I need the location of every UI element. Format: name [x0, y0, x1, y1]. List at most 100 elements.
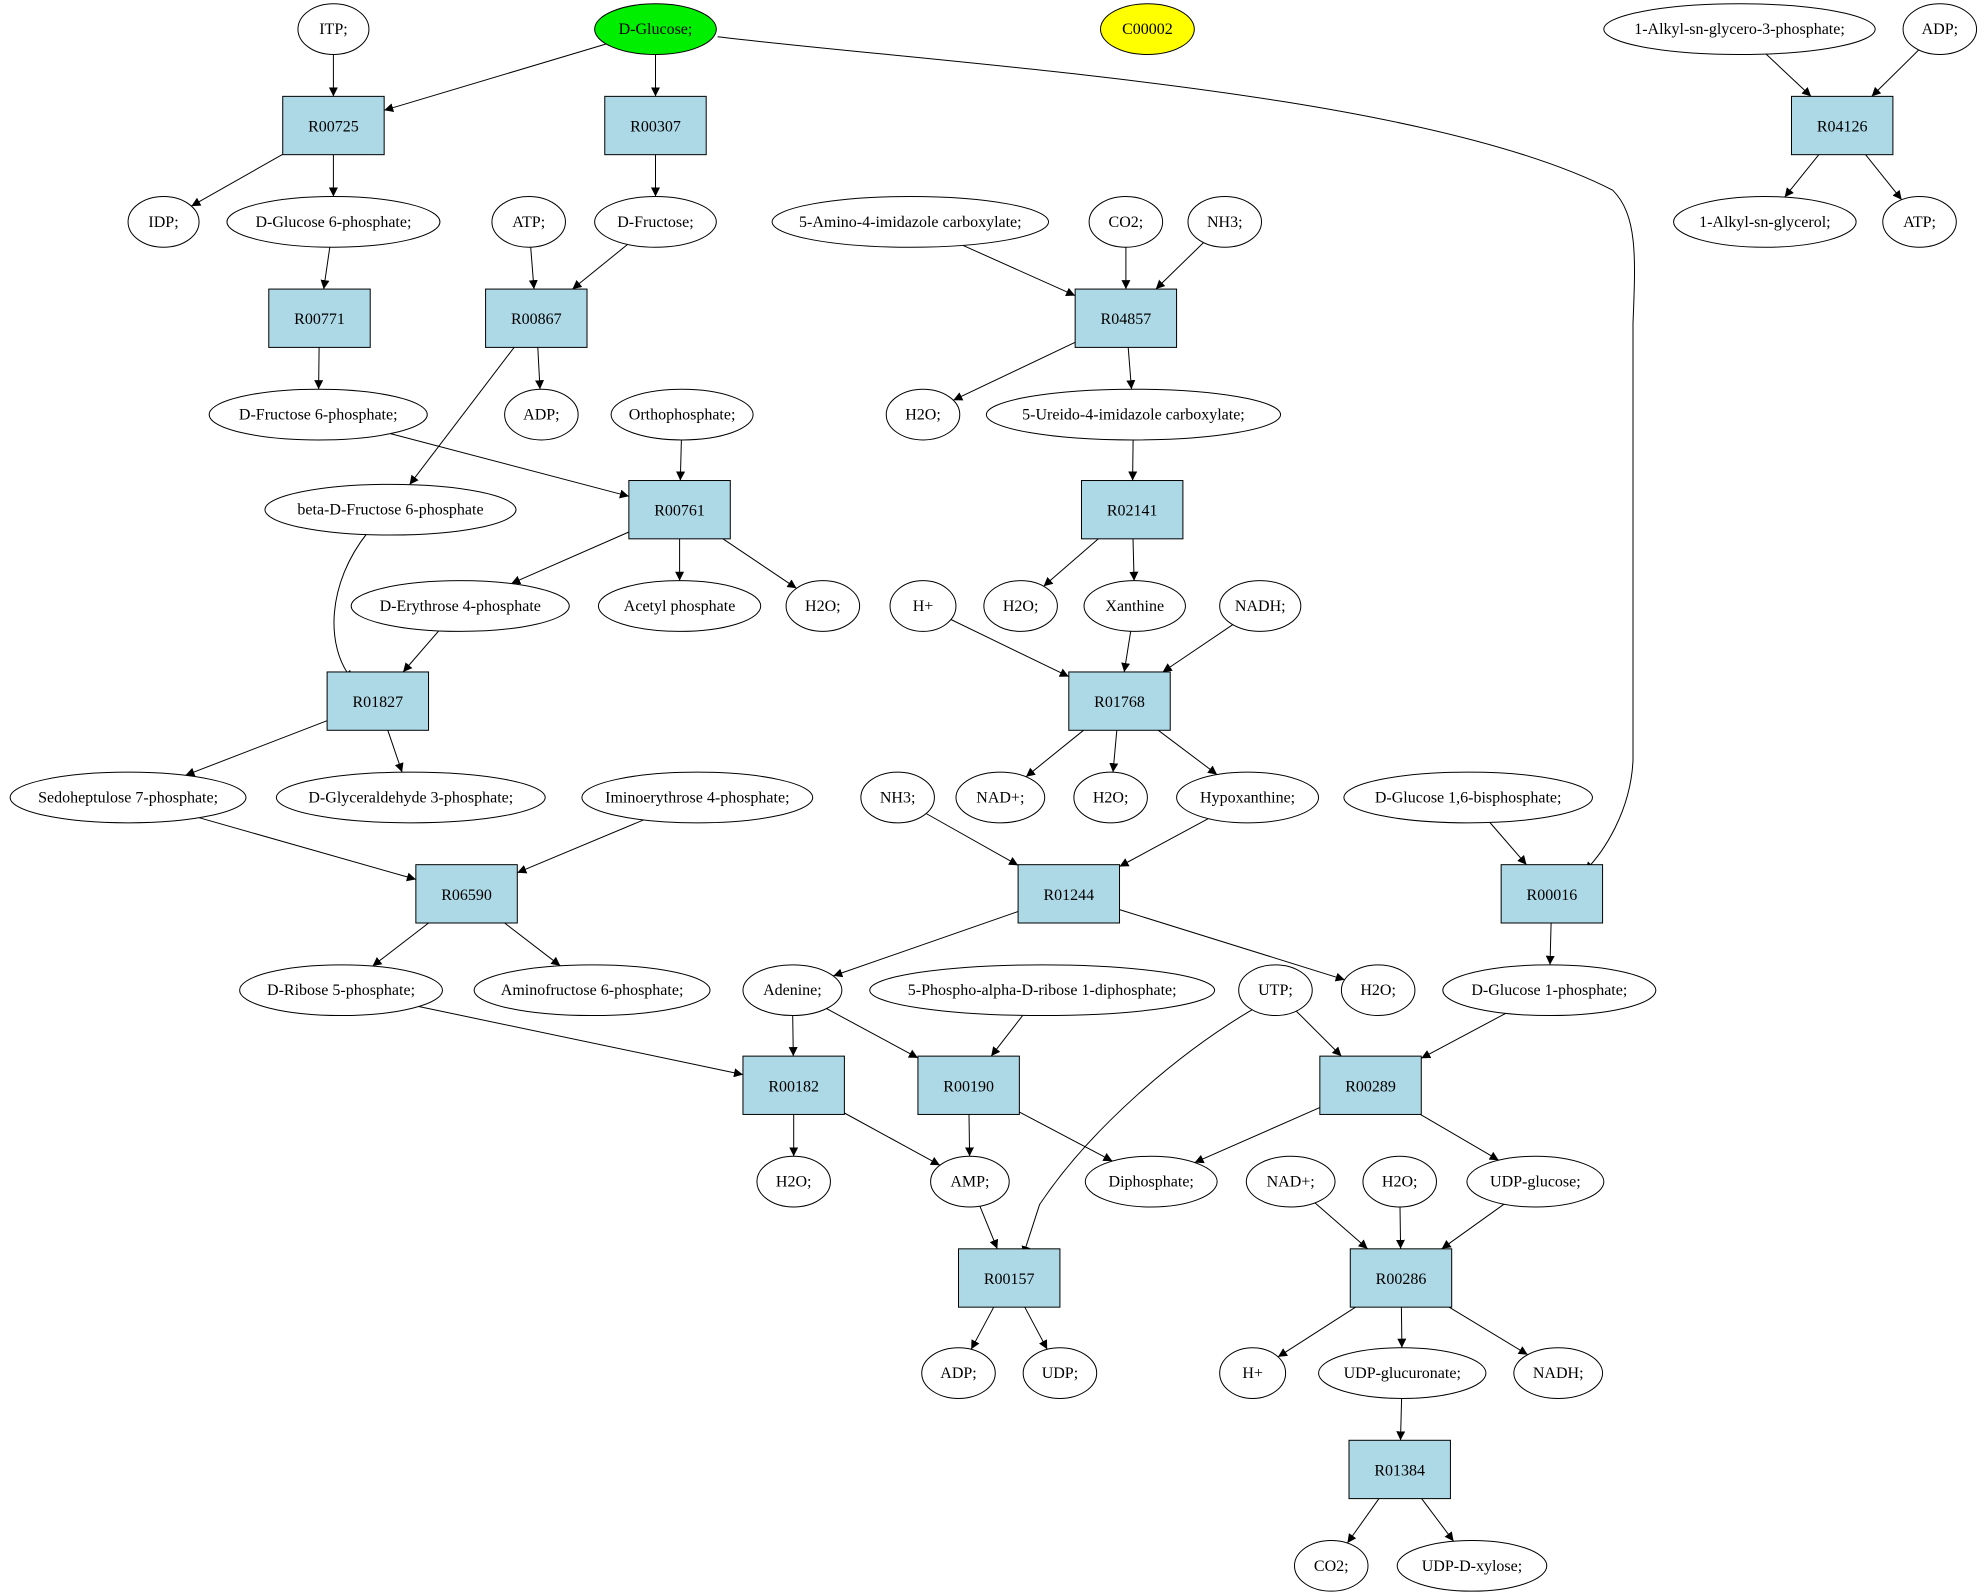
- compound-ellipse: [889, 580, 957, 632]
- compound-node[interactable]: Acetyl phosphate: [597, 580, 762, 632]
- compound-node[interactable]: NAD+;: [955, 771, 1046, 824]
- compound-node[interactable]: 1-Alkyl-sn-glycerol;: [1673, 196, 1857, 248]
- reaction-node[interactable]: R00867: [485, 288, 588, 348]
- compound-node[interactable]: NH3;: [860, 771, 935, 824]
- reaction-node[interactable]: R01768: [1068, 671, 1171, 731]
- compound-node[interactable]: UDP-D-xylose;: [1396, 1539, 1548, 1592]
- compound-node[interactable]: D-Fructose;: [594, 196, 717, 248]
- compound-node[interactable]: D-Ribose 5-phosphate;: [239, 964, 443, 1017]
- reaction-node[interactable]: R00286: [1349, 1248, 1453, 1308]
- compound-node[interactable]: D-Glyceraldehyde 3-phosphate;: [275, 771, 546, 824]
- reaction-box: [268, 288, 371, 348]
- compound-node[interactable]: ATP;: [491, 196, 566, 248]
- reaction-label: R01384: [1374, 1462, 1425, 1479]
- compound-node[interactable]: H2O;: [785, 580, 861, 632]
- reaction-label: R06590: [441, 887, 492, 904]
- compound-node[interactable]: UDP;: [1022, 1347, 1098, 1399]
- compound-node[interactable]: ITP;: [297, 3, 370, 56]
- compound-node[interactable]: UDP-glucuronate;: [1318, 1347, 1487, 1399]
- compound-label: NADH;: [1235, 598, 1286, 615]
- reaction-node[interactable]: R06590: [415, 864, 518, 924]
- compound-node[interactable]: Iminoerythrose 4-phosphate;: [581, 771, 814, 824]
- reaction-edge: [1545, 922, 1555, 965]
- reaction-node[interactable]: R02141: [1080, 480, 1184, 540]
- reaction-node[interactable]: R00016: [1500, 864, 1604, 924]
- compound-node[interactable]: D-Glucose 6-phosphate;: [226, 196, 441, 248]
- compound-label: H2O;: [776, 1174, 812, 1191]
- reaction-node[interactable]: R04857: [1074, 288, 1178, 348]
- reaction-node[interactable]: R04126: [1790, 95, 1894, 156]
- compound-node[interactable]: CO2;: [1293, 1539, 1369, 1592]
- reaction-edge: [1448, 1306, 1528, 1356]
- compound-label: UDP;: [1042, 1365, 1078, 1382]
- reaction-edge: [314, 347, 324, 390]
- compound-label: H2O;: [905, 407, 941, 424]
- reaction-edge: [504, 922, 561, 967]
- compound-node[interactable]: D-Fructose 6-phosphate;: [208, 388, 428, 441]
- compound-node[interactable]: H2O;: [983, 580, 1058, 632]
- compound-node[interactable]: Diphosphate;: [1084, 1155, 1218, 1208]
- compound-node[interactable]: Aminofructose 6-phosphate;: [473, 964, 711, 1017]
- compound-node[interactable]: Sedoheptulose 7-phosphate;: [9, 771, 247, 824]
- compound-node[interactable]: ADP;: [504, 388, 579, 441]
- reaction-edge: [390, 433, 630, 499]
- compound-node[interactable]: H+: [889, 580, 957, 632]
- compound-label: CO2;: [1109, 214, 1144, 231]
- compound-node[interactable]: 1-Alkyl-sn-glycero-3-phosphate;: [1603, 3, 1876, 56]
- reaction-node[interactable]: R01384: [1348, 1439, 1451, 1500]
- compound-node[interactable]: D-Glucose 1-phosphate;: [1442, 964, 1657, 1017]
- compound-node[interactable]: Orthophosphate;: [610, 388, 754, 441]
- reaction-edge: [1119, 909, 1345, 982]
- compound-node[interactable]: IDP;: [127, 196, 200, 248]
- compound-node[interactable]: 5-Amino-4-imidazole carboxylate;: [771, 196, 1050, 248]
- reaction-node[interactable]: R00182: [742, 1055, 845, 1115]
- compound-node[interactable]: Xanthine: [1083, 580, 1186, 632]
- compound-node[interactable]: Adenine;: [742, 964, 843, 1017]
- compound-node[interactable]: D-Glucose 1,6-bisphosphate;: [1343, 771, 1593, 824]
- compound-node[interactable]: NAD+;: [1245, 1155, 1336, 1208]
- compound-node[interactable]: NADH;: [1513, 1347, 1604, 1399]
- reaction-node[interactable]: R00725: [282, 95, 385, 156]
- compound-node[interactable]: 5-Phospho-alpha-D-ribose 1-diphosphate;: [869, 964, 1216, 1017]
- compound-node[interactable]: ADP;: [921, 1347, 996, 1399]
- reaction-edge: [1865, 154, 1903, 201]
- reaction-node[interactable]: R01244: [1017, 864, 1121, 924]
- compound-node[interactable]: Hypoxanthine;: [1176, 771, 1320, 824]
- compound-node[interactable]: H2O;: [1073, 771, 1148, 824]
- compound-node[interactable]: beta-D-Fructose 6-phosphate: [264, 483, 517, 536]
- compound-node[interactable]: H2O;: [1362, 1155, 1437, 1208]
- compound-node[interactable]: UTP;: [1238, 964, 1313, 1017]
- reaction-edge: [387, 730, 404, 773]
- compound-node[interactable]: H2O;: [885, 388, 961, 441]
- reaction-edge: [1421, 1012, 1507, 1059]
- reaction-node[interactable]: R00771: [268, 288, 371, 348]
- compound-node[interactable]: NADH;: [1219, 580, 1302, 632]
- compound-node[interactable]: D-Glucose;: [594, 3, 717, 56]
- reaction-edge: [826, 1008, 919, 1059]
- reaction-node[interactable]: R00190: [917, 1055, 1020, 1115]
- reaction-node[interactable]: R00761: [628, 480, 731, 540]
- reaction-label: R00016: [1527, 887, 1578, 904]
- compound-node[interactable]: NH3;: [1187, 196, 1263, 248]
- compound-node[interactable]: AMP;: [930, 1155, 1010, 1208]
- compound-node[interactable]: H2O;: [756, 1155, 831, 1208]
- compound-node[interactable]: 5-Ureido-4-imidazole carboxylate;: [985, 388, 1282, 441]
- compound-node[interactable]: D-Erythrose 4-phosphate: [350, 580, 570, 632]
- reaction-node[interactable]: R00289: [1319, 1055, 1422, 1115]
- reaction-edge: [788, 1015, 798, 1057]
- compound-ellipse: [1882, 196, 1957, 248]
- compound-node[interactable]: C00002: [1100, 3, 1195, 56]
- reaction-node[interactable]: R00307: [604, 95, 707, 156]
- compound-ellipse: [1083, 580, 1186, 632]
- reaction-node[interactable]: R00157: [958, 1248, 1061, 1308]
- compound-node[interactable]: ATP;: [1882, 196, 1957, 248]
- compound-node[interactable]: UDP-glucose;: [1466, 1155, 1605, 1208]
- compound-ellipse: [610, 388, 754, 441]
- reaction-edge: [962, 244, 1076, 297]
- compound-label: 5-Amino-4-imidazole carboxylate;: [799, 214, 1022, 231]
- compound-node[interactable]: H2O;: [1340, 964, 1416, 1017]
- compound-node[interactable]: ADP;: [1902, 3, 1978, 56]
- reaction-node[interactable]: R01827: [326, 671, 430, 731]
- compound-node[interactable]: CO2;: [1088, 196, 1164, 248]
- compound-node[interactable]: H+: [1219, 1347, 1287, 1399]
